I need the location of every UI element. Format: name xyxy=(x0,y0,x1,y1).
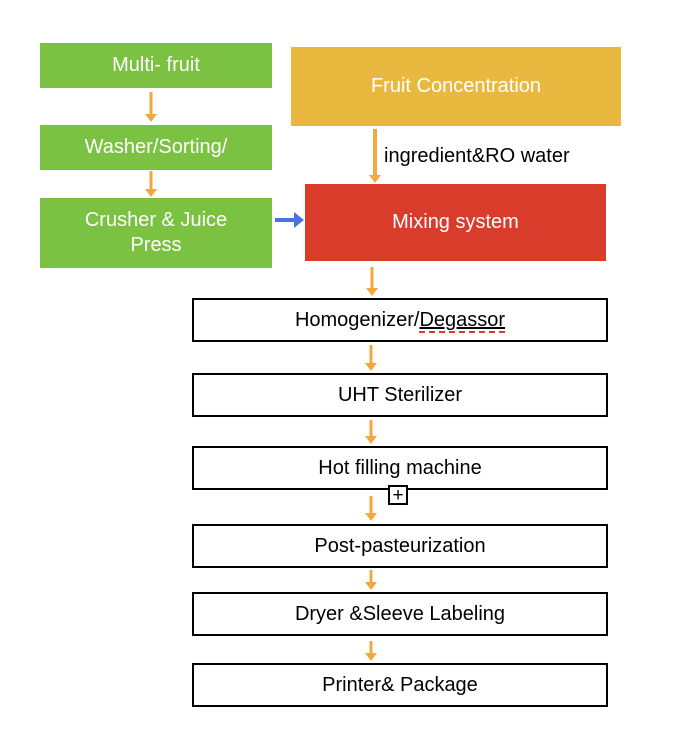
arrow-head xyxy=(365,653,377,661)
arrow-head xyxy=(369,175,381,183)
arrow-shaft xyxy=(373,129,377,176)
arrow-right-icon xyxy=(275,212,304,228)
arrow-down-icon xyxy=(364,496,378,521)
node-fruit-concentration: Fruit Concentration xyxy=(291,47,621,126)
node-label: Fruit Concentration xyxy=(370,75,542,97)
arrow-head xyxy=(145,189,157,197)
arrow-shaft xyxy=(370,267,374,289)
node-post-pasteurization: Post-pasteurization xyxy=(192,524,608,568)
node-hot-filling-machine: Hot filling machine xyxy=(192,446,608,490)
node-mixing-system: Mixing system xyxy=(305,184,606,261)
node-label: Washer/Sorting/ xyxy=(84,136,228,158)
node-washer-sorting: Washer/Sorting/ xyxy=(40,125,272,170)
arrow-head xyxy=(365,513,377,521)
plus-icon[interactable]: + xyxy=(388,485,408,505)
arrow-shaft xyxy=(369,570,373,583)
node-label: Dryer &Sleeve Labeling xyxy=(294,602,506,625)
underlined-text: Degassor xyxy=(419,308,506,331)
arrow-down-icon xyxy=(364,570,378,590)
node-label: Mixing system xyxy=(392,211,519,233)
ingredient-ro-water-label: ingredient&RO water xyxy=(384,145,570,167)
arrow-shaft xyxy=(369,496,373,514)
node-label: UHT Sterilizer xyxy=(337,383,463,406)
node-label: Homogenizer/Degassor xyxy=(294,308,506,333)
arrow-head xyxy=(365,363,377,371)
node-multi-fruit: Multi- fruit xyxy=(40,43,272,88)
arrow-shaft xyxy=(275,218,295,222)
misspelled-word: Degassor xyxy=(419,308,506,333)
arrow-down-icon xyxy=(368,129,382,183)
label-prefix: Homogenizer/ xyxy=(294,308,420,331)
arrow-shaft xyxy=(369,345,373,364)
node-dryer-sleeve-labeling: Dryer &Sleeve Labeling xyxy=(192,592,608,636)
node-uht-sterilizer: UHT Sterilizer xyxy=(192,373,608,417)
node-label: Crusher & Juice Press xyxy=(84,209,228,256)
arrow-shaft xyxy=(369,420,373,437)
node-crusher-juice-press: Crusher & Juice Press xyxy=(40,198,272,268)
arrow-down-icon xyxy=(144,92,158,122)
plus-glyph: + xyxy=(392,484,404,506)
arrow-head xyxy=(365,436,377,444)
arrow-down-icon xyxy=(364,345,378,371)
node-label: Post-pasteurization xyxy=(314,534,486,557)
arrow-down-icon xyxy=(364,641,378,661)
arrow-shaft xyxy=(149,171,153,190)
node-label: Printer& Package xyxy=(322,673,478,696)
arrow-shaft xyxy=(149,92,153,115)
arrow-down-icon xyxy=(144,171,158,197)
node-homogenizer-degassor: Homogenizer/Degassor xyxy=(192,298,608,342)
arrow-down-icon xyxy=(365,267,379,296)
arrow-head xyxy=(366,288,378,296)
arrow-head xyxy=(365,582,377,590)
node-label: Hot filling machine xyxy=(318,456,482,479)
arrow-head xyxy=(294,212,304,228)
arrow-shaft xyxy=(369,641,373,654)
arrow-head xyxy=(145,114,157,122)
node-printer-package: Printer& Package xyxy=(192,663,608,707)
arrow-down-icon xyxy=(364,420,378,444)
node-label: Multi- fruit xyxy=(112,54,200,76)
